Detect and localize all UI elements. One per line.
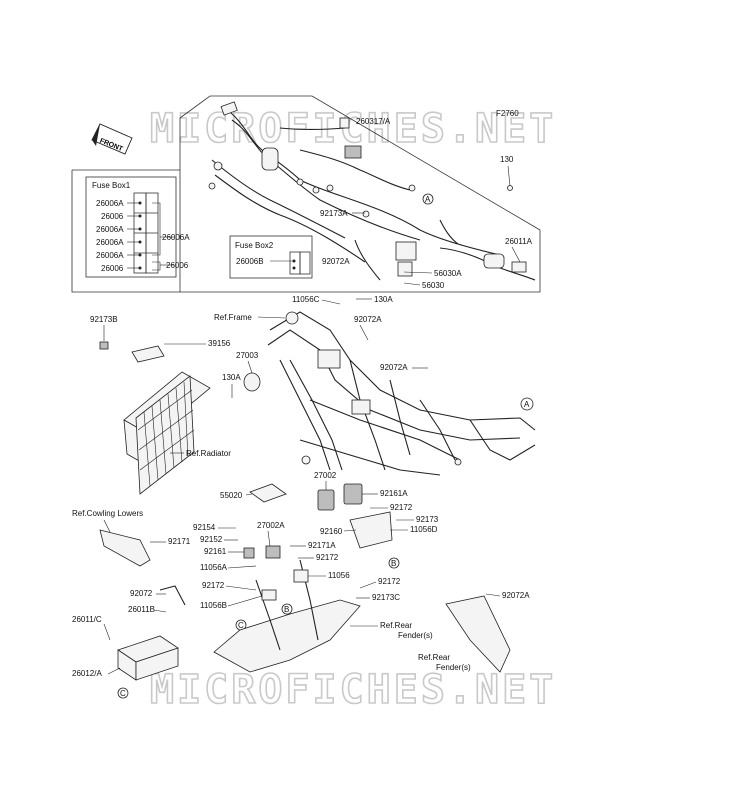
label-ref-cowling-lowers: Ref.Cowling Lowers (72, 509, 143, 518)
fuse-box1-item: 26006 (166, 261, 189, 270)
svg-text:B: B (284, 605, 289, 614)
fuse-box1-item: 26006 (101, 264, 124, 273)
label-56030a: 56030A (434, 269, 462, 278)
label-11056c: 11056C (292, 295, 320, 304)
relay-27002 (317, 489, 335, 511)
fuse-box1-item: 26006 (101, 212, 124, 221)
label-92160: 92160 (320, 527, 343, 536)
label-92171a: 92171A (308, 541, 336, 550)
label-92173c: 92173C (372, 593, 400, 602)
harness-panel-box (71, 170, 541, 293)
rear-fender-right (445, 595, 511, 673)
label-92161: 92161 (204, 547, 227, 556)
label-ref-frame: Ref.Frame (214, 313, 252, 322)
callout-b-lower: B (281, 603, 293, 615)
label-92072a-3: 92072A (380, 363, 408, 372)
label-26011b: 26011B (128, 605, 155, 614)
part-92173b (99, 341, 109, 350)
label-92172-a: 92172 (390, 503, 413, 512)
svg-text:C: C (120, 689, 126, 698)
label-26011a: 26011A (505, 237, 533, 246)
main-wiring-harness (208, 101, 536, 281)
fuse-box2: Fuse Box2 26006B (229, 235, 313, 279)
label-11056d: 11056D (410, 525, 438, 534)
watermark-top: MICROFICHES.NET (150, 106, 556, 152)
fuse-box2-title: Fuse Box2 (235, 241, 274, 250)
label-92161a: 92161A (380, 489, 408, 498)
label-55020: 55020 (220, 491, 243, 500)
fuse-box1: Fuse Box1 26006A 26006 26006A 26006A 260… (85, 176, 190, 278)
label-f2760: F2760 (496, 109, 519, 118)
svg-text:C: C (238, 621, 244, 630)
label-ref-rear-fender-2b: Fender(s) (436, 663, 471, 672)
label-92072a-4: 92072A (502, 591, 530, 600)
svg-text:B: B (391, 559, 396, 568)
label-260317a: 260317/A (356, 117, 391, 126)
part-39156 (131, 345, 165, 363)
label-92172-c: 92172 (202, 581, 225, 590)
label-92072a-top: 92072A (322, 257, 350, 266)
label-130: 130 (500, 155, 514, 164)
label-27002a: 27002A (257, 521, 285, 530)
label-56030: 56030 (422, 281, 445, 290)
label-92173b: 92173B (90, 315, 118, 324)
radiator (123, 371, 211, 495)
callout-a-top: A (422, 193, 434, 205)
callout-c-upper: C (235, 619, 247, 631)
fuse-box1-item: 26006A (96, 225, 124, 234)
label-92171: 92171 (168, 537, 191, 546)
battery (117, 635, 179, 681)
label-92072: 92072 (130, 589, 153, 598)
cowling-bracket (99, 529, 151, 567)
relay-92161a (343, 483, 363, 505)
label-92172-b: 92172 (316, 553, 339, 562)
callout-a-frame: A (520, 397, 534, 411)
label-ref-rear-fender-1a: Ref.Rear (380, 621, 412, 630)
label-26012a: 26012/A (72, 669, 102, 678)
callout-b-right: B (388, 557, 400, 569)
label-92172-d: 92172 (378, 577, 401, 586)
fuse-box1-item: 26006A (96, 251, 124, 260)
label-92072a-2: 92072A (354, 315, 382, 324)
fuse-box1-item: 26006A (96, 238, 124, 247)
fuse-box1-title: Fuse Box1 (92, 181, 131, 190)
label-92154: 92154 (193, 523, 216, 532)
callout-c-lower: C (117, 687, 129, 699)
label-92173: 92173 (416, 515, 439, 524)
label-26011c: 26011/C (72, 615, 102, 624)
watermark-bottom: MICROFICHES.NET (150, 667, 556, 713)
label-92152: 92152 (200, 535, 223, 544)
label-11056a: 11056A (200, 563, 228, 572)
label-11056b: 11056B (200, 601, 227, 610)
part-55020 (249, 483, 287, 503)
fuse-box1-item: 26006A (96, 199, 124, 208)
rear-fender-assembly (213, 545, 361, 673)
front-arrow-icon: FRONT (91, 123, 133, 155)
part-27003 (243, 372, 261, 392)
label-39156: 39156 (208, 339, 231, 348)
label-92173a: 92173A (320, 209, 348, 218)
svg-text:A: A (425, 195, 431, 204)
label-ref-rear-fender-1b: Fender(s) (398, 631, 433, 640)
battery-strap (159, 585, 186, 606)
label-ref-rear-fender-2a: Ref.Rear (418, 653, 450, 662)
fuse-box1-item: 26006A (162, 233, 190, 242)
bracket-11056d (349, 511, 393, 549)
label-11056: 11056 (328, 571, 350, 580)
label-ref-radiator: Ref.Radiator (186, 449, 231, 458)
label-27003: 27003 (236, 351, 259, 360)
label-130a-top: 130A (374, 295, 393, 304)
label-27002: 27002 (314, 471, 337, 480)
fuse-box2-item: 26006B (236, 257, 264, 266)
frame (267, 311, 536, 476)
svg-text:A: A (524, 400, 530, 409)
label-130a-left: 130A (222, 373, 241, 382)
